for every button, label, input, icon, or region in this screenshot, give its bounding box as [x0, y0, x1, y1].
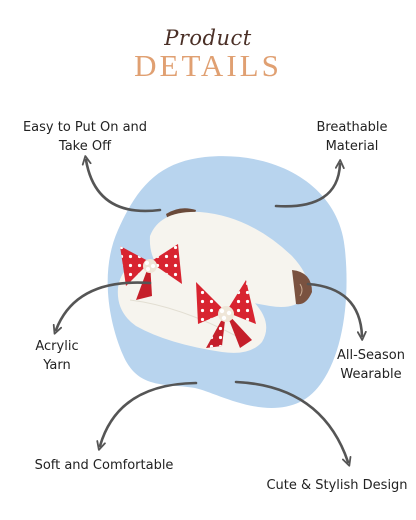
feature-acrylic-line1: Acrylic [35, 339, 79, 354]
bow-right [196, 280, 256, 348]
title-script: Product [164, 26, 252, 50]
feature-easy-on-line2: Take Off [58, 139, 112, 154]
feature-all-season-line1: All-Season [337, 348, 405, 363]
title-main: DETAILS [134, 48, 282, 83]
feature-easy-on-line1: Easy to Put On and [22, 120, 148, 135]
feature-stylish: Cute & Stylish Design [266, 478, 408, 493]
feature-acrylic: Acrylic Yarn [26, 337, 88, 375]
curved-arrow-icon [96, 381, 198, 451]
feature-breathable-line1: Breathable [316, 120, 388, 135]
curved-arrow-icon [234, 380, 352, 467]
feature-easy-on: Easy to Put On and Take Off [22, 118, 148, 156]
shoe-front [117, 261, 267, 353]
feature-acrylic-line2: Yarn [43, 358, 71, 373]
feature-soft: Soft and Comfortable [34, 458, 174, 473]
feature-breathable-line2: Material [325, 139, 379, 154]
feature-all-season: All-Season Wearable [330, 346, 412, 384]
curved-arrow-icon [52, 281, 152, 335]
curved-arrow-icon [274, 159, 345, 208]
bow-left [120, 244, 182, 300]
feature-breathable: Breathable Material [302, 118, 402, 156]
feature-all-season-line2: Wearable [340, 367, 402, 382]
curved-arrow-icon [306, 282, 367, 341]
curved-arrow-icon [81, 155, 162, 213]
